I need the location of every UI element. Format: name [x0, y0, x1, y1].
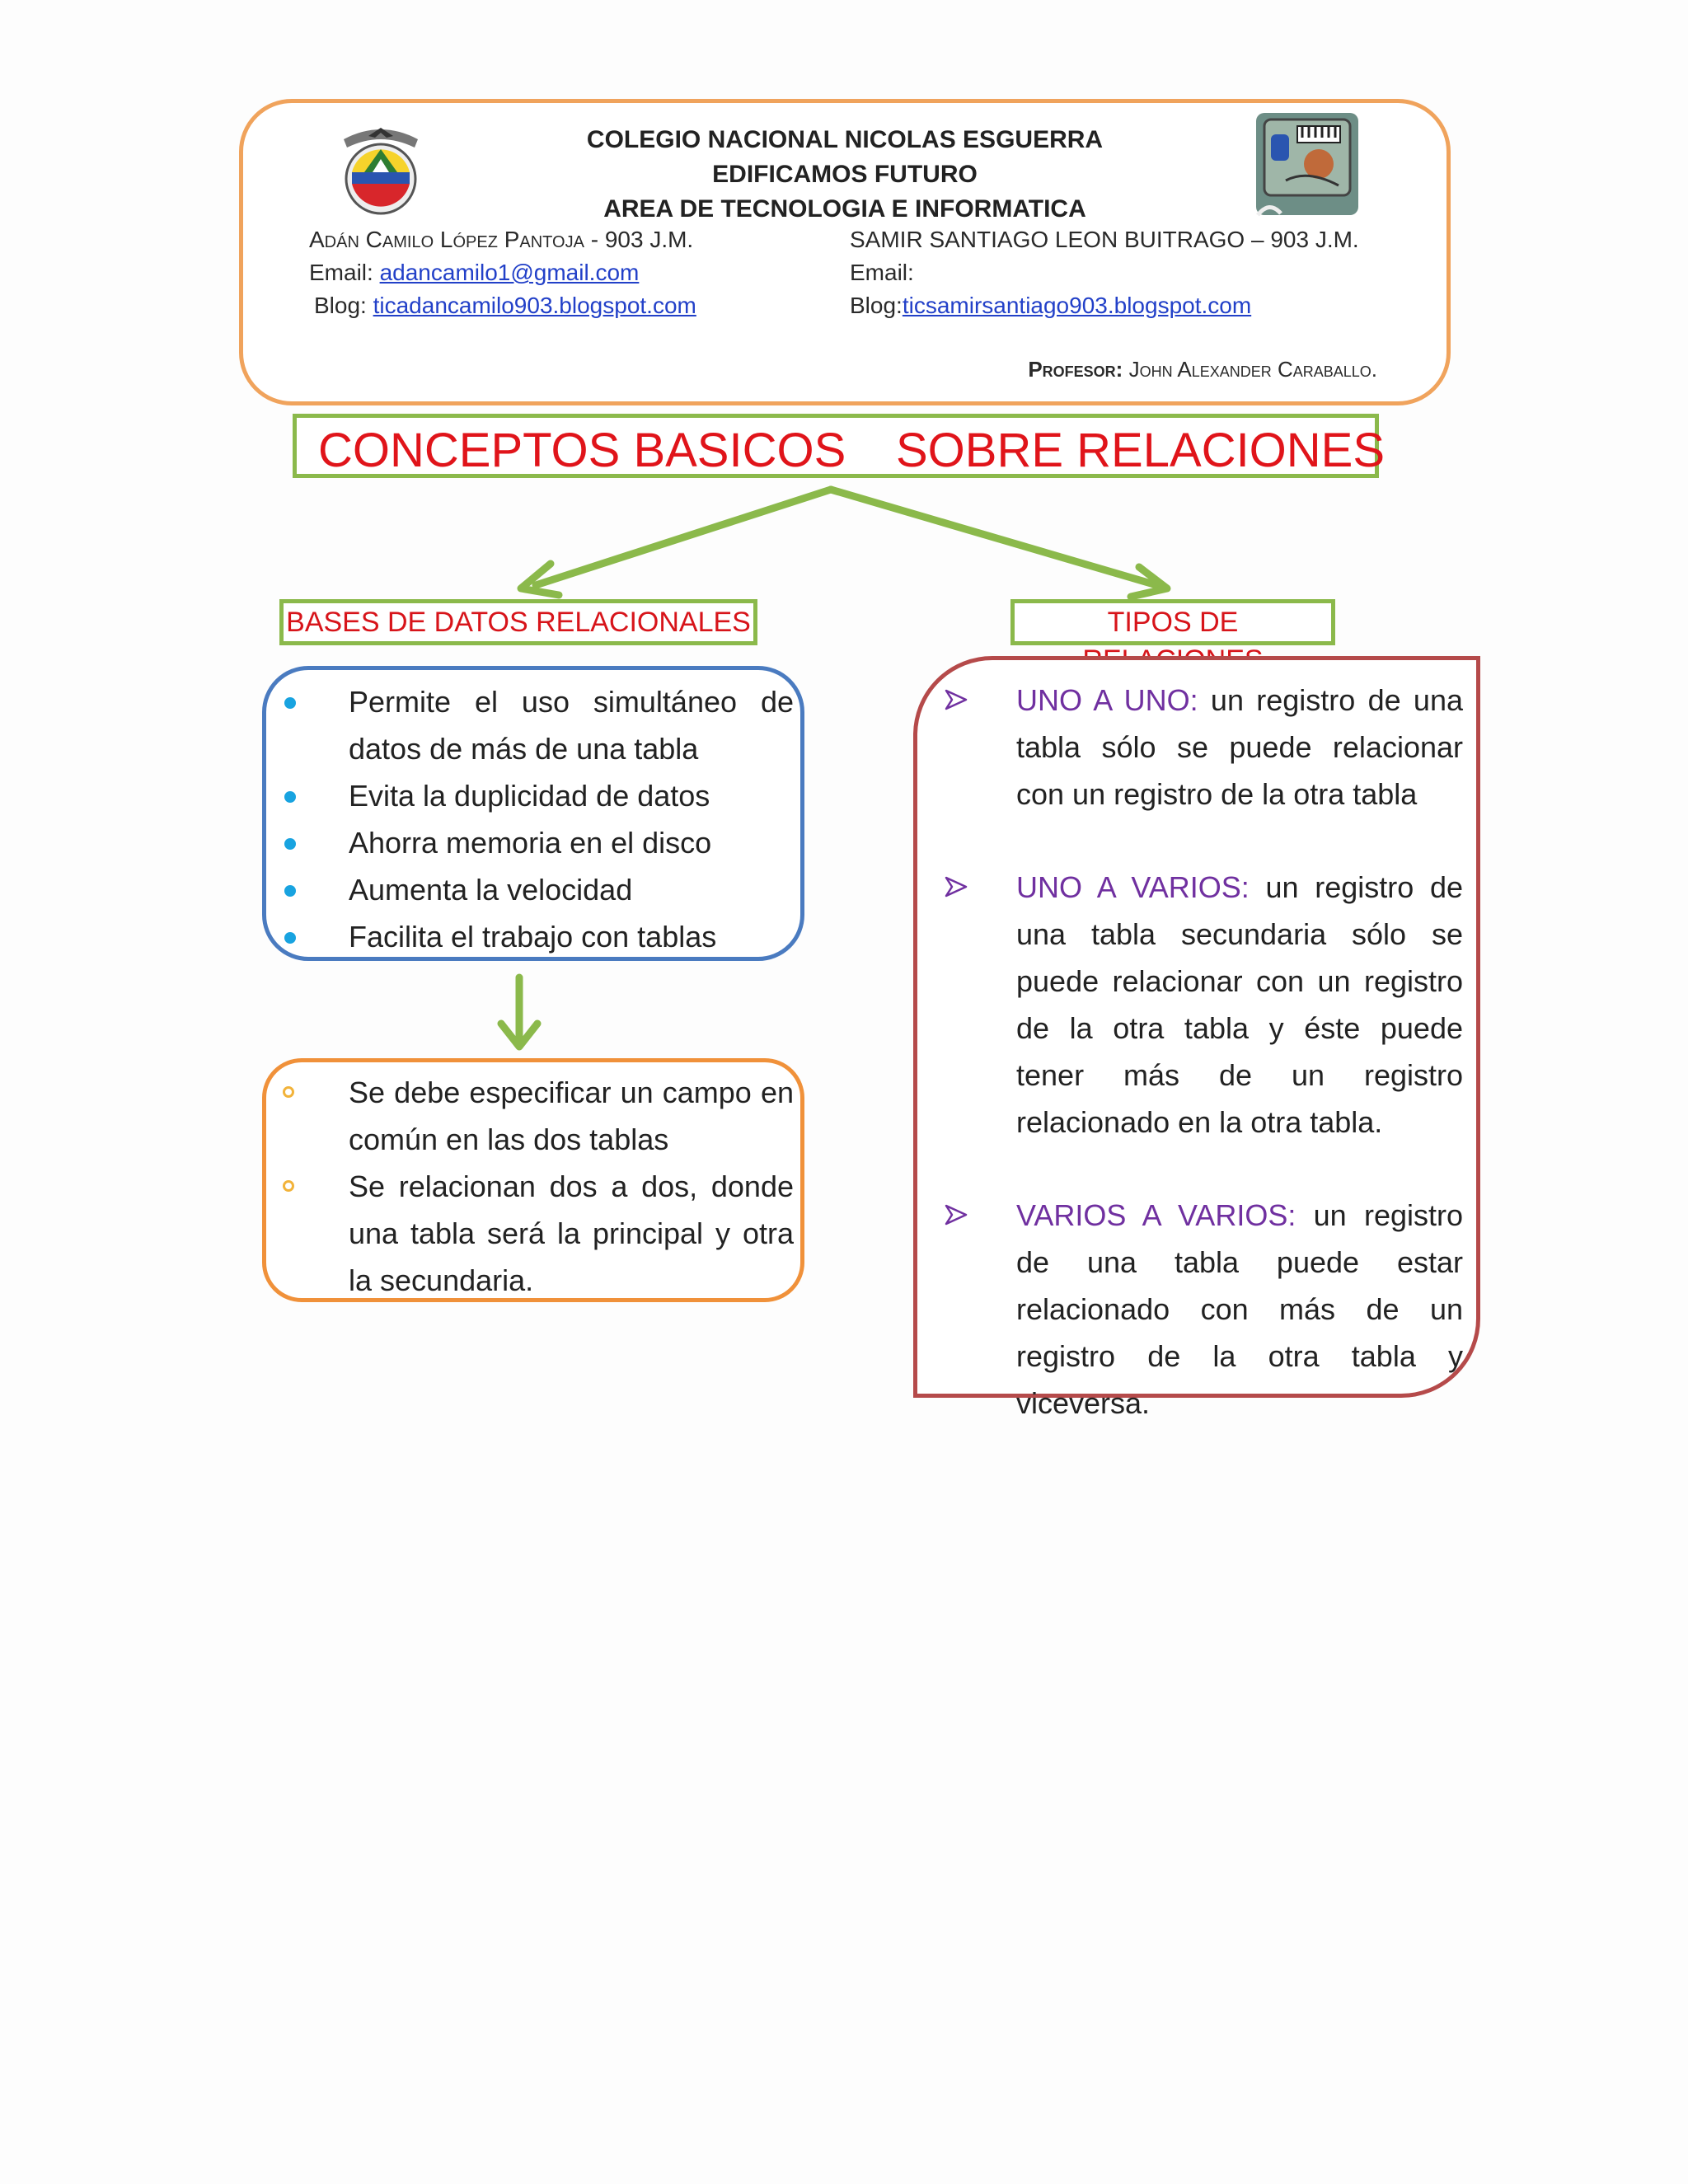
bullet-dot-icon	[284, 838, 296, 850]
professor-name: John Alexander Caraballo.	[1128, 357, 1377, 382]
student1-blog-row: Blog: ticadancamilo903.blogspot.com	[314, 293, 696, 319]
professor-label: Profesor:	[1028, 357, 1123, 382]
blog-label: Blog:	[314, 293, 367, 318]
relational-db-benefits-box: Permite el uso simultáneo de datos de má…	[262, 666, 804, 961]
arrow-bullet-icon	[945, 689, 968, 710]
bullet-dot-icon	[284, 885, 296, 897]
school-motto: EDIFICAMOS FUTURO	[712, 161, 978, 188]
email-label: Email:	[309, 260, 373, 285]
student1-email-link[interactable]: adancamilo1@gmail.com	[379, 260, 640, 285]
arrow-bullet-icon	[945, 1204, 968, 1226]
blog-label: Blog:	[850, 293, 903, 318]
student1-blog-link[interactable]: ticadancamilo903.blogspot.com	[373, 293, 696, 318]
main-title-part1: CONCEPTOS BASICOS	[318, 424, 846, 477]
area-name: AREA DE TECNOLOGIA E INFORMATICA	[603, 195, 1086, 223]
right-section-label: TIPOS DE RELACIONES	[1010, 599, 1335, 676]
arrow-right-line	[827, 485, 1166, 591]
list-item: Se debe especificar un campo en común en…	[276, 1069, 794, 1163]
bullet-ring-icon	[283, 1180, 294, 1192]
relation-types-list: UNO A UNO: un registro de una tabla sólo…	[944, 677, 1463, 1427]
student2-blog-row: Blog:ticsamirsantiago903.blogspot.com	[850, 293, 1251, 319]
bullet-ring-icon	[283, 1086, 294, 1098]
list-item: Se relacionan dos a dos, donde una tabla…	[276, 1163, 794, 1304]
student1-name: Adán Camilo López Pantoja - 903 J.M.	[309, 227, 694, 252]
professor-line: Profesor: John Alexander Caraballo.	[1028, 357, 1377, 382]
school-crest-logo	[344, 128, 418, 215]
arrow-bullet-icon	[945, 876, 968, 898]
requirements-list: Se debe especificar un campo en común en…	[276, 1069, 794, 1304]
list-item: Ahorra memoria en el disco	[276, 819, 794, 866]
list-item: Permite el uso simultáneo de datos de má…	[276, 678, 794, 772]
relation-one-to-many: UNO A VARIOS: un registro de una tabla s…	[944, 864, 1463, 1146]
school-name: COLEGIO NACIONAL NICOLAS ESGUERRA	[586, 126, 1104, 153]
relation-one-to-one: UNO A UNO: un registro de una tabla sólo…	[944, 677, 1463, 818]
list-item: Evita la duplicidad de datos	[276, 772, 794, 819]
relation-requirements-box: Se debe especificar un campo en común en…	[262, 1058, 804, 1302]
relation-many-to-many: VARIOS A VARIOS: un registro de una tabl…	[944, 1192, 1463, 1427]
bullet-dot-icon	[284, 791, 296, 803]
arrow-right-head	[1127, 563, 1171, 601]
list-item: Facilita el trabajo con tablas	[276, 913, 794, 960]
left-section-label: BASES DE DATOS RELACIONALES	[279, 599, 757, 645]
benefits-list: Permite el uso simultáneo de datos de má…	[276, 678, 794, 960]
header-card: COLEGIO NACIONAL NICOLAS ESGUERRA EDIFIC…	[239, 99, 1451, 405]
bullet-dot-icon	[284, 932, 296, 944]
main-title-part2: SOBRE RELACIONES	[896, 424, 1386, 477]
relation-types-box: UNO A UNO: un registro de una tabla sólo…	[913, 656, 1480, 1420]
student1-email-row: Email: adancamilo1@gmail.com	[309, 260, 639, 286]
arrow-left-head	[517, 560, 563, 599]
arrow-left-line	[532, 485, 835, 589]
class-drawing-logo	[1256, 113, 1358, 217]
arrow-down-head	[497, 1019, 542, 1051]
student2-blog-link[interactable]: ticsamirsantiago903.blogspot.com	[902, 293, 1252, 318]
bullet-dot-icon	[284, 697, 296, 709]
main-title-box: CONCEPTOS BASICOS SOBRE RELACIONES	[293, 414, 1385, 478]
list-item: Aumenta la velocidad	[276, 866, 794, 913]
student2-email-label: Email:	[850, 260, 914, 285]
student2-name: SAMIR SANTIAGO LEON BUITRAGO – 903 J.M.	[850, 227, 1359, 252]
